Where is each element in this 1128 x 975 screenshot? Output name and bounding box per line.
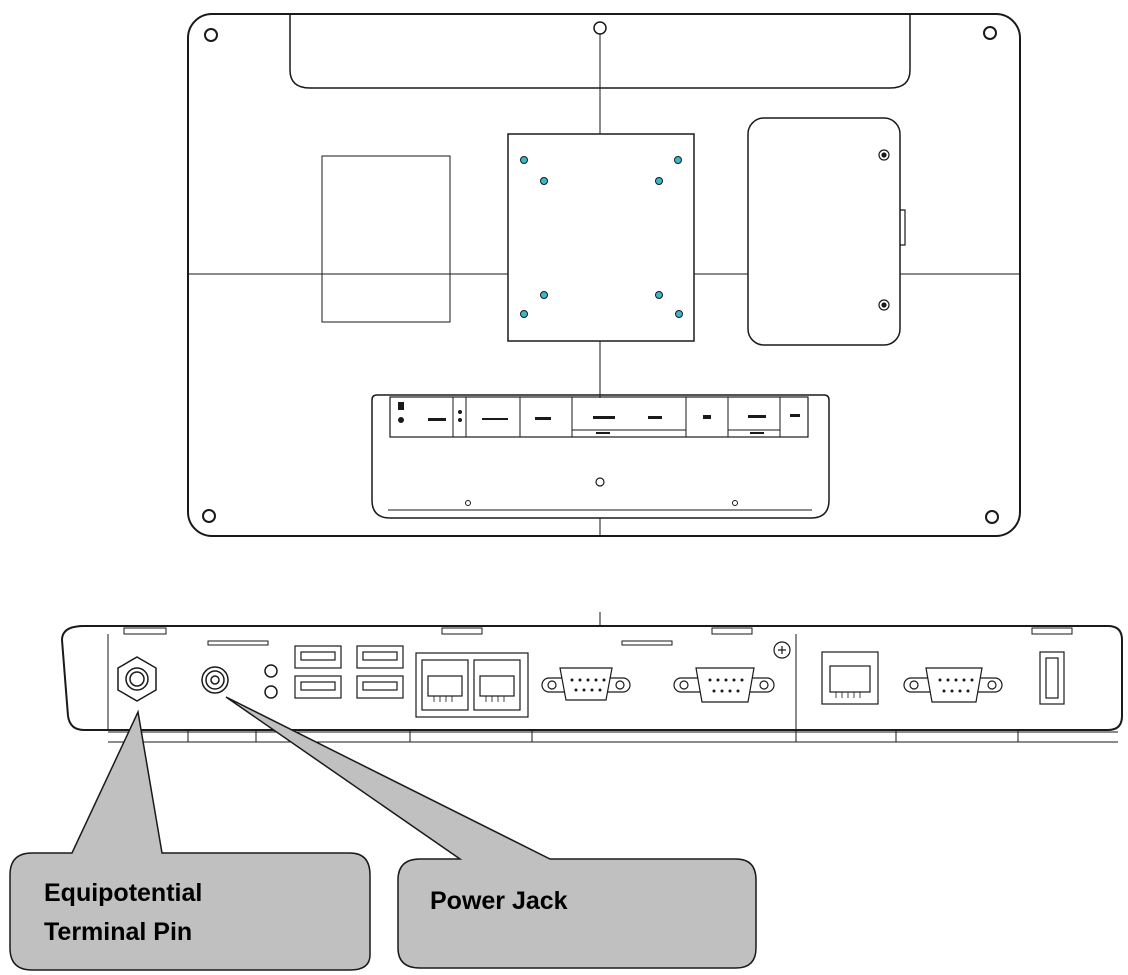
ground-screw	[773, 641, 791, 659]
callout-equipotential-line2: Terminal Pin	[44, 917, 193, 946]
dual-lan-ports	[415, 652, 529, 718]
service-door-screws	[878, 149, 890, 311]
corner-hole-bl	[202, 509, 216, 523]
callout-equipotential-shape	[9, 709, 371, 971]
callout-equipotential-label: Equipotential Terminal Pin	[44, 874, 202, 952]
usb-port-vertical	[1039, 651, 1065, 705]
bottom-housing	[60, 625, 1123, 731]
vesa-mount-plate	[507, 133, 695, 342]
com-port-3	[903, 667, 1003, 703]
callout-power-text: Power Jack	[430, 887, 568, 915]
com-port-1	[541, 667, 631, 701]
corner-hole-br	[985, 510, 999, 524]
equipotential-pin	[117, 656, 157, 702]
power-jack-port	[201, 666, 229, 694]
callout-equipotential-line1: Equipotential	[44, 879, 203, 907]
led-indicator	[264, 664, 278, 678]
label-sticker	[321, 155, 451, 323]
io-cover	[371, 394, 830, 519]
rear-view	[187, 13, 1021, 537]
top-center-hole	[593, 21, 607, 35]
io-strip	[389, 396, 809, 438]
vesa-mount-holes	[520, 156, 683, 318]
bottom-io-view	[60, 612, 1123, 743]
callout-power-label: Power Jack	[430, 882, 568, 921]
rear-housing	[187, 13, 1021, 537]
lan-port-3	[821, 651, 879, 705]
service-door	[747, 117, 901, 346]
usb-ports	[294, 645, 404, 699]
corner-hole-tl	[204, 28, 218, 42]
corner-hole-tr	[983, 26, 997, 40]
led-indicator	[264, 685, 278, 699]
com-port-2	[673, 667, 775, 703]
callout-power-shape	[225, 696, 757, 969]
